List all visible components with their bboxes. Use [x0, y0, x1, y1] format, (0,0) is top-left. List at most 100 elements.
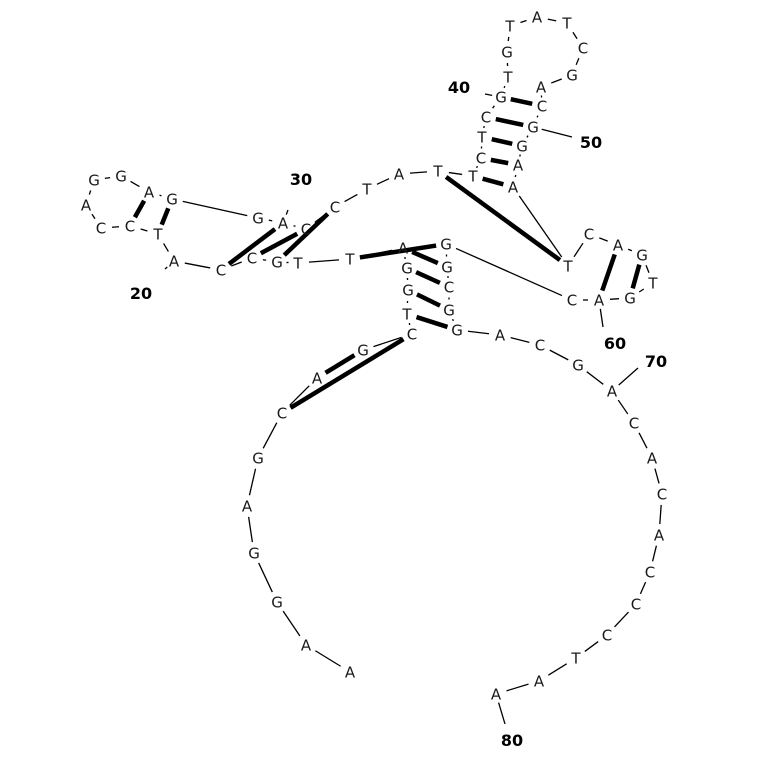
- base-pair-bonds: [132, 96, 642, 410]
- nucleotide: G: [357, 342, 369, 360]
- nucleotide: C: [330, 199, 340, 217]
- nucleotide: C: [602, 627, 612, 645]
- nucleotide: T: [467, 168, 478, 186]
- nucleotide: C: [584, 226, 594, 244]
- nucleotide: A: [301, 637, 312, 655]
- nucleotide: G: [402, 282, 414, 300]
- backbone-link: [262, 422, 278, 449]
- nucleotide: G: [88, 172, 100, 190]
- backbone-link: [503, 85, 506, 89]
- nucleotide: A: [534, 673, 545, 691]
- nucleotide: T: [570, 650, 581, 668]
- nucleotide: C: [407, 326, 417, 344]
- backbone-link: [536, 115, 539, 118]
- nucleotide: G: [451, 322, 463, 340]
- position-tick: [599, 308, 604, 328]
- nucleotide: A: [495, 327, 506, 345]
- backbone-link: [376, 178, 390, 185]
- nucleotide: G: [401, 260, 413, 278]
- backbone-link: [549, 349, 569, 361]
- nucleotide: A: [312, 370, 323, 388]
- nucleotide: G: [443, 302, 455, 320]
- position-tick: [541, 128, 573, 138]
- nucleotide: C: [631, 596, 641, 614]
- nucleotide: T: [344, 251, 355, 269]
- position-number: 50: [580, 133, 602, 152]
- nucleotide: T: [401, 306, 412, 324]
- nucleotide: A: [536, 79, 547, 97]
- backbone-link: [130, 180, 140, 188]
- nucleotide: T: [562, 258, 573, 276]
- nucleotide: A: [398, 240, 409, 258]
- nucleotide: A: [278, 215, 289, 233]
- nucleotide: G: [115, 168, 127, 186]
- backbone-link: [573, 242, 584, 258]
- backbone-link: [159, 194, 162, 197]
- nucleotide: G: [572, 357, 584, 375]
- backbone-link: [506, 683, 529, 692]
- nucleotide: A: [508, 179, 519, 197]
- nucleotide: A: [144, 184, 155, 202]
- backbone-link: [572, 31, 578, 40]
- backbone-link: [344, 193, 358, 203]
- nucleotide: C: [301, 221, 311, 239]
- position-tick: [618, 367, 639, 386]
- backbone-link: [627, 248, 633, 252]
- base-pair-bond: [415, 314, 449, 330]
- nucleotide: A: [345, 664, 356, 682]
- position-number: 80: [501, 731, 523, 750]
- backbone-link: [455, 247, 563, 297]
- nucleotide: T: [152, 226, 163, 244]
- backbone-link: [104, 176, 111, 180]
- nucleotide: G: [566, 67, 578, 85]
- nucleotide: A: [394, 166, 405, 184]
- backbone-link: [452, 318, 454, 322]
- nucleotide: T: [476, 129, 487, 147]
- backbone-link: [547, 663, 568, 676]
- backbone-link: [520, 19, 527, 24]
- base-pair-bond: [491, 137, 513, 146]
- backbone-link: [639, 581, 647, 595]
- position-tick: [484, 93, 493, 96]
- nucleotide: C: [216, 262, 226, 280]
- nucleotide: A: [81, 197, 92, 215]
- backbone-link: [88, 190, 92, 195]
- backbone-link: [614, 611, 629, 628]
- base-pair-bond: [600, 253, 617, 292]
- position-tick: [164, 266, 168, 270]
- base-pair-bond: [227, 227, 277, 266]
- base-pair-bond: [159, 207, 171, 226]
- backbone-link: [184, 262, 211, 269]
- nucleotide: A: [613, 237, 624, 255]
- backbone-link: [308, 259, 340, 263]
- nucleotide: C: [645, 564, 655, 582]
- position-number: 60: [604, 334, 626, 353]
- nucleotide: T: [292, 255, 303, 273]
- backbone-link: [231, 261, 242, 267]
- position-tick: [285, 209, 289, 215]
- nucleotide: G: [636, 247, 648, 265]
- backbone-link: [248, 468, 257, 496]
- nucleotide: C: [96, 220, 106, 238]
- backbone-link: [526, 135, 529, 138]
- backbone-link: [492, 105, 495, 109]
- backbone-link: [467, 330, 490, 335]
- base-pair-bond: [132, 199, 147, 219]
- nucleotide: T: [561, 15, 572, 33]
- nucleotide: G: [252, 210, 264, 228]
- backbone-link: [645, 265, 650, 273]
- nucleotide: A: [607, 383, 618, 401]
- base-pair-bond: [289, 337, 405, 410]
- backbone-link: [163, 243, 169, 252]
- nucleotide: C: [476, 150, 486, 168]
- nucleotide: G: [271, 254, 283, 272]
- nucleotide: T: [504, 18, 515, 36]
- position-number: 30: [290, 170, 312, 189]
- nucleotide: A: [513, 157, 524, 175]
- base-pair-bond: [444, 175, 562, 262]
- position-number: 20: [130, 284, 152, 303]
- nucleotide: C: [537, 98, 547, 116]
